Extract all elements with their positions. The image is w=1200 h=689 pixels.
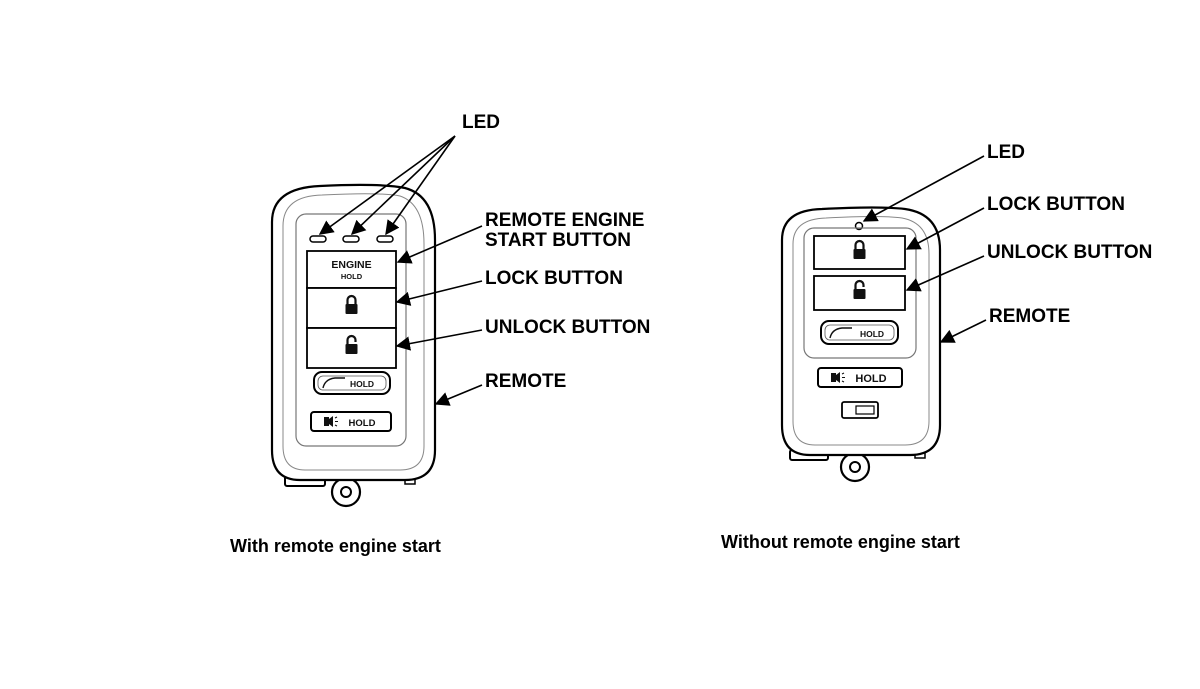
key-ring-hole xyxy=(340,486,352,498)
fob-without-engine-start: HOLD HOLD xyxy=(780,206,942,483)
remote-engine-start-callout-line2: START BUTTON xyxy=(485,230,631,251)
panic-horn-icon xyxy=(831,372,845,383)
hatch-hold-label: HOLD xyxy=(860,329,884,339)
hatch-hold-button[interactable]: HOLD xyxy=(820,320,899,345)
caption-without-engine-start: Without remote engine start xyxy=(721,532,960,552)
caption-with-engine-start: With remote engine start xyxy=(230,536,441,556)
led-indicator xyxy=(376,235,394,243)
hatch-hold-label: HOLD xyxy=(350,379,374,389)
panic-hold-button[interactable]: HOLD xyxy=(817,367,903,388)
led-indicator xyxy=(309,235,327,243)
unlock-button-callout: UNLOCK BUTTON xyxy=(987,242,1152,263)
left-callouts: LED REMOTE ENGINE START BUTTON LOCK BUTT… xyxy=(318,112,650,406)
lock-button-callout: LOCK BUTTON xyxy=(987,194,1125,215)
panic-hold-button[interactable]: HOLD xyxy=(310,411,392,432)
led-indicator xyxy=(342,235,360,243)
lock-button[interactable] xyxy=(306,287,397,329)
fob-with-engine-start: ENGINE HOLD HOLD xyxy=(270,183,437,508)
unlock-button[interactable] xyxy=(306,327,397,369)
led-callout: LED xyxy=(987,142,1025,163)
engine-button-label: ENGINE xyxy=(331,259,371,271)
engine-button-hold-label: HOLD xyxy=(341,272,363,281)
panic-horn-icon xyxy=(324,416,338,427)
hatch-icon xyxy=(322,377,345,389)
hatch-hold-button[interactable]: HOLD xyxy=(313,371,391,395)
right-callouts: LED LOCK BUTTON UNLOCK BUTTON REMOTE xyxy=(862,142,1152,343)
lock-button-callout: LOCK BUTTON xyxy=(485,268,623,289)
led-callout: LED xyxy=(462,112,500,133)
remote-engine-start-callout: REMOTE ENGINE xyxy=(485,210,644,231)
remote-callout: REMOTE xyxy=(989,306,1070,327)
key-ring-hole xyxy=(849,461,861,473)
lock-button[interactable] xyxy=(813,235,906,270)
unlock-button[interactable] xyxy=(813,275,906,311)
unlock-button-callout: UNLOCK BUTTON xyxy=(485,317,650,338)
fob-inner-outline xyxy=(282,193,425,471)
button-panel xyxy=(803,227,917,359)
panic-hold-label: HOLD xyxy=(855,373,886,385)
remote-callout: REMOTE xyxy=(485,371,566,392)
panic-hold-label: HOLD xyxy=(349,418,376,429)
button-panel xyxy=(295,213,407,447)
remote-engine-start-button[interactable]: ENGINE HOLD xyxy=(306,250,397,289)
fob-inner-outline xyxy=(792,216,930,446)
key-release-slot[interactable] xyxy=(841,401,879,419)
hatch-icon xyxy=(829,327,852,339)
